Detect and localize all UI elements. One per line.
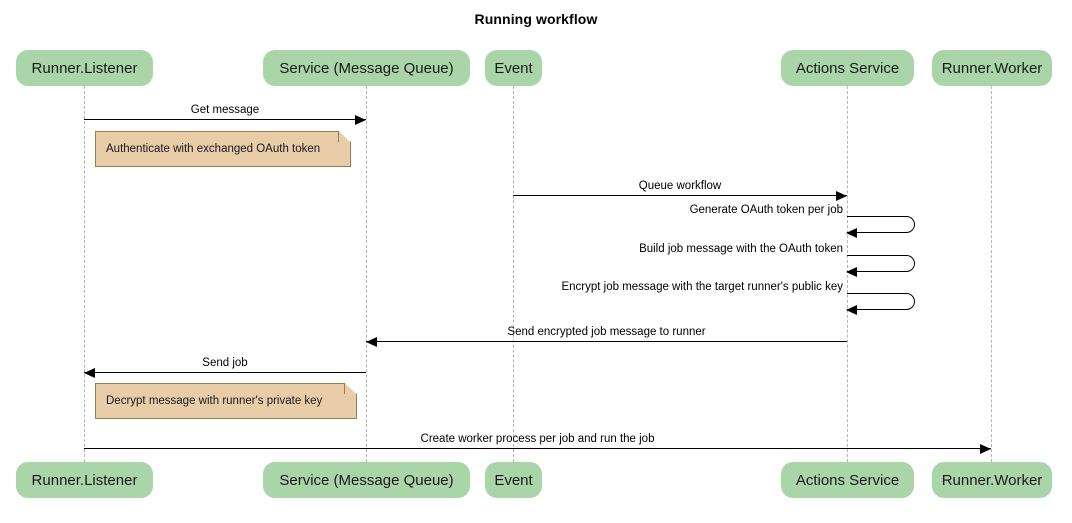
participant-header-runner-listener[interactable]: Runner.Listener [16, 50, 153, 86]
participant-label: Runner.Worker [941, 59, 1043, 77]
participant-label: Service (Message Queue) [279, 471, 454, 489]
message-label-queue-workflow: Queue workflow [638, 180, 722, 192]
participant-footer-service-message-queue[interactable]: Service (Message Queue) [263, 462, 470, 498]
participant-label: Runner.Listener [31, 59, 138, 77]
participant-footer-runner-worker[interactable]: Runner.Worker [932, 462, 1052, 498]
arrowhead-build-job-message-with-oauth-token [846, 267, 857, 277]
message-line-send-job [84, 372, 366, 373]
participant-header-runner-worker[interactable]: Runner.Worker [932, 50, 1052, 86]
note-text: Authenticate with exchanged OAuth token [106, 143, 321, 155]
note-text: Decrypt message with runner's private ke… [106, 395, 323, 407]
participant-footer-event[interactable]: Event [485, 462, 542, 498]
participant-header-service-message-queue[interactable]: Service (Message Queue) [263, 50, 470, 86]
participant-label: Actions Service [795, 471, 900, 489]
note-fold-corner-icon [345, 383, 356, 394]
participant-label: Event [494, 59, 533, 77]
arrowhead-queue-workflow [836, 191, 847, 201]
lifeline-runner-worker [991, 86, 992, 462]
message-line-send-encrypted-job-message-to-runner [366, 341, 847, 342]
participant-header-actions-service[interactable]: Actions Service [781, 50, 914, 86]
message-line-queue-workflow [513, 195, 847, 196]
arrowhead-generate-oauth-token-per-job [846, 228, 857, 238]
participant-label: Runner.Listener [31, 471, 138, 489]
message-label-create-worker-process-run-job: Create worker process per job and run th… [420, 433, 655, 445]
page-title: Running workflow [474, 11, 598, 27]
self-message-encrypt-job-message-public-key [847, 293, 915, 310]
message-label-build-job-message-with-oauth-token: Build job message with the OAuth token [639, 243, 843, 255]
arrowhead-send-job [84, 368, 95, 378]
note-fold-corner-icon [339, 131, 350, 142]
participant-footer-runner-listener[interactable]: Runner.Listener [16, 462, 153, 498]
arrowhead-get-message [355, 115, 366, 125]
arrowhead-create-worker-process-run-job [980, 444, 991, 454]
message-line-create-worker-process-run-job [84, 448, 991, 449]
self-message-build-job-message-with-oauth-token [847, 255, 915, 272]
self-message-generate-oauth-token-per-job [847, 216, 915, 233]
lifeline-service-message-queue [366, 86, 367, 462]
participant-label: Event [494, 471, 533, 489]
note-authenticate-with-exchanged-oauth-token: Authenticate with exchanged OAuth token [95, 131, 351, 167]
note-decrypt-message-with-runners-private-key: Decrypt message with runner's private ke… [95, 383, 357, 419]
message-label-generate-oauth-token-per-job: Generate OAuth token per job [689, 204, 843, 216]
message-label-get-message: Get message [190, 104, 260, 116]
arrowhead-send-encrypted-job-message-to-runner [366, 337, 377, 347]
participant-footer-actions-service[interactable]: Actions Service [781, 462, 914, 498]
lifeline-runner-listener [84, 86, 85, 462]
participant-label: Runner.Worker [941, 471, 1043, 489]
participant-label: Service (Message Queue) [279, 59, 454, 77]
participant-label: Actions Service [795, 59, 900, 77]
message-line-get-message [84, 119, 366, 120]
message-label-send-encrypted-job-message-to-runner: Send encrypted job message to runner [507, 326, 706, 338]
message-label-encrypt-job-message-public-key: Encrypt job message with the target runn… [561, 281, 843, 293]
arrowhead-encrypt-job-message-public-key [846, 305, 857, 315]
message-label-send-job: Send job [202, 357, 248, 369]
participant-header-event[interactable]: Event [485, 50, 542, 86]
lifeline-event [513, 86, 514, 462]
